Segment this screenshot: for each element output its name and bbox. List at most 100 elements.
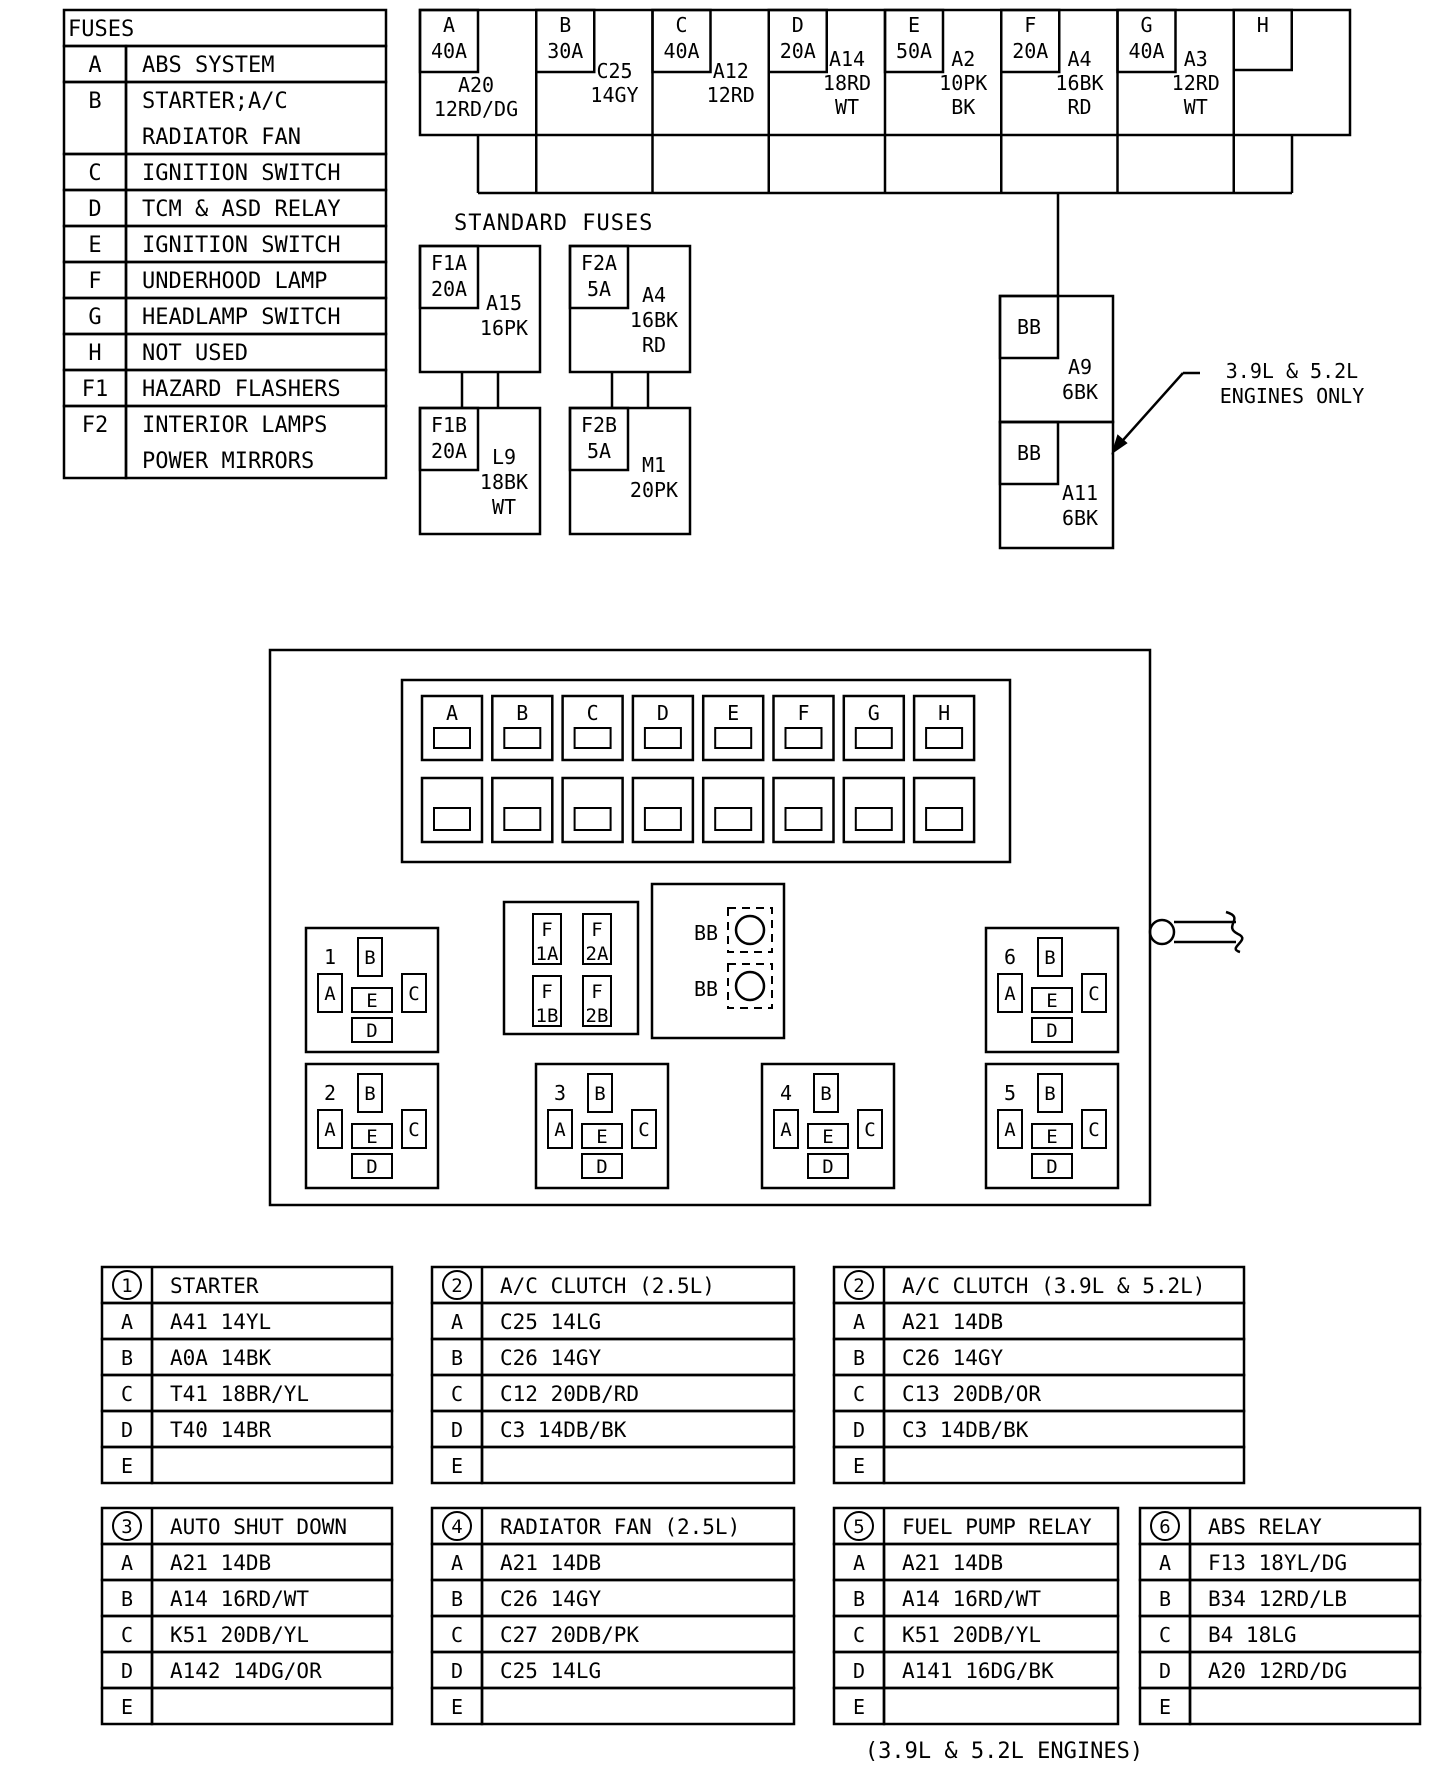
pdc-relay-pin-label: D xyxy=(366,1020,377,1042)
circuit-breaker-circuit: 6BK xyxy=(1062,380,1098,404)
relay-pin-id: B xyxy=(121,1346,133,1370)
pdc-relay-pin xyxy=(401,973,427,1013)
pdc-relay-pin xyxy=(813,1073,839,1113)
pdc-fuse-slot xyxy=(561,776,624,844)
pdc-relay-pin-label: D xyxy=(366,1156,377,1178)
relay-pin-id: B xyxy=(1159,1587,1171,1611)
pdc-relay-number: 4 xyxy=(780,1081,792,1105)
pdc-fuse-blade xyxy=(925,727,964,749)
pdc-standard-fuse-slot xyxy=(532,975,562,1027)
relay-number: 4 xyxy=(451,1516,462,1538)
pdc-relay-pin xyxy=(773,1109,799,1149)
pdc-relay-outline xyxy=(304,926,440,1054)
pdc-standard-fuse-slot xyxy=(582,975,612,1027)
relay-table-title: A/C CLUTCH (2.5L) xyxy=(500,1274,715,1298)
pdc-fuse-slot: D xyxy=(631,694,695,762)
pdc-fuse-blade xyxy=(503,807,542,831)
pdc-relay-pin xyxy=(581,1153,623,1179)
pdc-relay-pin xyxy=(1037,937,1063,977)
legend-fuse-description: UNDERHOOD LAMP xyxy=(142,269,327,294)
pdc-fuse-slot: H xyxy=(912,694,976,762)
relay-table-title: ABS RELAY xyxy=(1208,1515,1322,1539)
circuit-breaker-id: BB xyxy=(1017,315,1041,339)
pdc-relay-outline xyxy=(304,1062,440,1190)
standard-fuse-id-box xyxy=(418,406,480,472)
pdc-relay-pin-label: C xyxy=(408,983,419,1005)
relay-pin-circuit: B4 18LG xyxy=(1208,1623,1297,1647)
relay-pin-circuit: A14 16RD/WT xyxy=(170,1587,309,1611)
relay-pin-circuit: A41 14YL xyxy=(170,1310,271,1334)
fuse-id: D xyxy=(792,13,804,37)
relay-table-title: RADIATOR FAN (2.5L) xyxy=(500,1515,740,1539)
pdc-standard-fuse-label: F xyxy=(541,981,552,1003)
relay-pin-circuit: C12 20DB/RD xyxy=(500,1382,639,1406)
relay-number-circle xyxy=(442,1511,472,1541)
pdc-relay-pin-label: D xyxy=(822,1156,833,1178)
legend-fuse-description: NOT USED xyxy=(142,341,248,366)
pdc-fuse-blade xyxy=(854,807,893,831)
pdc-fuse-slot-outline xyxy=(842,776,906,844)
legend-fuse-description: ABS SYSTEM xyxy=(142,53,274,78)
pdc-fuse-slot-outline xyxy=(772,776,835,844)
relay-pin-id: C xyxy=(451,1382,463,1406)
relay-pin-id: D xyxy=(853,1659,865,1683)
pdc-breaker-stud xyxy=(734,970,766,1002)
relay-pin-circuit: C25 14LG xyxy=(500,1310,601,1334)
standard-fuse-circuit: L9 xyxy=(492,445,516,469)
legend-desc-cell xyxy=(124,404,388,480)
relay-pin-id: E xyxy=(853,1454,865,1478)
pdc-fuse-blade xyxy=(925,807,964,831)
pdc-relay-pin-label: B xyxy=(1044,947,1055,969)
pdc-fuse-slot-outline xyxy=(561,694,624,762)
relay-value-cell xyxy=(882,1445,1246,1485)
relay-pin-id: E xyxy=(1159,1695,1171,1719)
standard-fuse-id: F2A xyxy=(581,251,617,275)
standard-fuse-id: F1B xyxy=(431,413,467,437)
pdc-breaker-socket xyxy=(727,963,773,1009)
pdc-standard-fuse-slot xyxy=(532,913,562,965)
pdc-relay-pin xyxy=(807,1123,849,1149)
circuit-breaker-circuit: A11 xyxy=(1062,481,1098,505)
fuse-id-box xyxy=(1232,8,1293,72)
fuse-id-box xyxy=(1116,8,1177,74)
relay-pin-circuit: C27 20DB/PK xyxy=(500,1623,639,1647)
pdc-fuse-slot: B xyxy=(491,694,554,762)
pdc-fuse-slot: E xyxy=(701,694,765,762)
standard-fuse-circuit: WT xyxy=(492,495,516,519)
arrow-head xyxy=(1111,434,1128,455)
pdc-relay-pin-label: A xyxy=(324,1119,336,1141)
relay-pin-id: B xyxy=(451,1587,463,1611)
relay-pin-id: C xyxy=(853,1623,865,1647)
relay-pin-circuit: K51 20DB/YL xyxy=(902,1623,1041,1647)
pdc-fuse-label: B xyxy=(516,701,528,725)
standard-fuse-rating: 20A xyxy=(431,439,467,463)
relay-pin-circuit: F13 18YL/DG xyxy=(1208,1551,1347,1575)
relay-number-circle xyxy=(1150,1511,1180,1541)
fuse-id: B xyxy=(559,13,571,37)
pdc-relay-pin xyxy=(317,973,343,1013)
relay-pin-id: B xyxy=(121,1587,133,1611)
pdc-fuse-slot xyxy=(420,776,484,844)
relay-number-circle xyxy=(112,1511,142,1541)
pdc-fuse-slot xyxy=(631,776,695,844)
pdc-relay-pin-label: E xyxy=(596,1126,607,1148)
legend-fuse-id: C xyxy=(88,161,101,186)
pdc-relay-pin xyxy=(807,1153,849,1179)
relay-pin-circuit: C26 14GY xyxy=(500,1346,602,1370)
standard-fuse-id: F2B xyxy=(581,413,617,437)
relay-pin-id: E xyxy=(451,1695,463,1719)
fuse-id: E xyxy=(908,13,920,37)
legend-fuse-description: STARTER;A/C xyxy=(142,89,288,114)
pdc-relay-pin-label: B xyxy=(594,1083,605,1105)
standard-fuse-circuit: M1 xyxy=(642,453,666,477)
pdc-relay-number: 2 xyxy=(324,1081,336,1105)
